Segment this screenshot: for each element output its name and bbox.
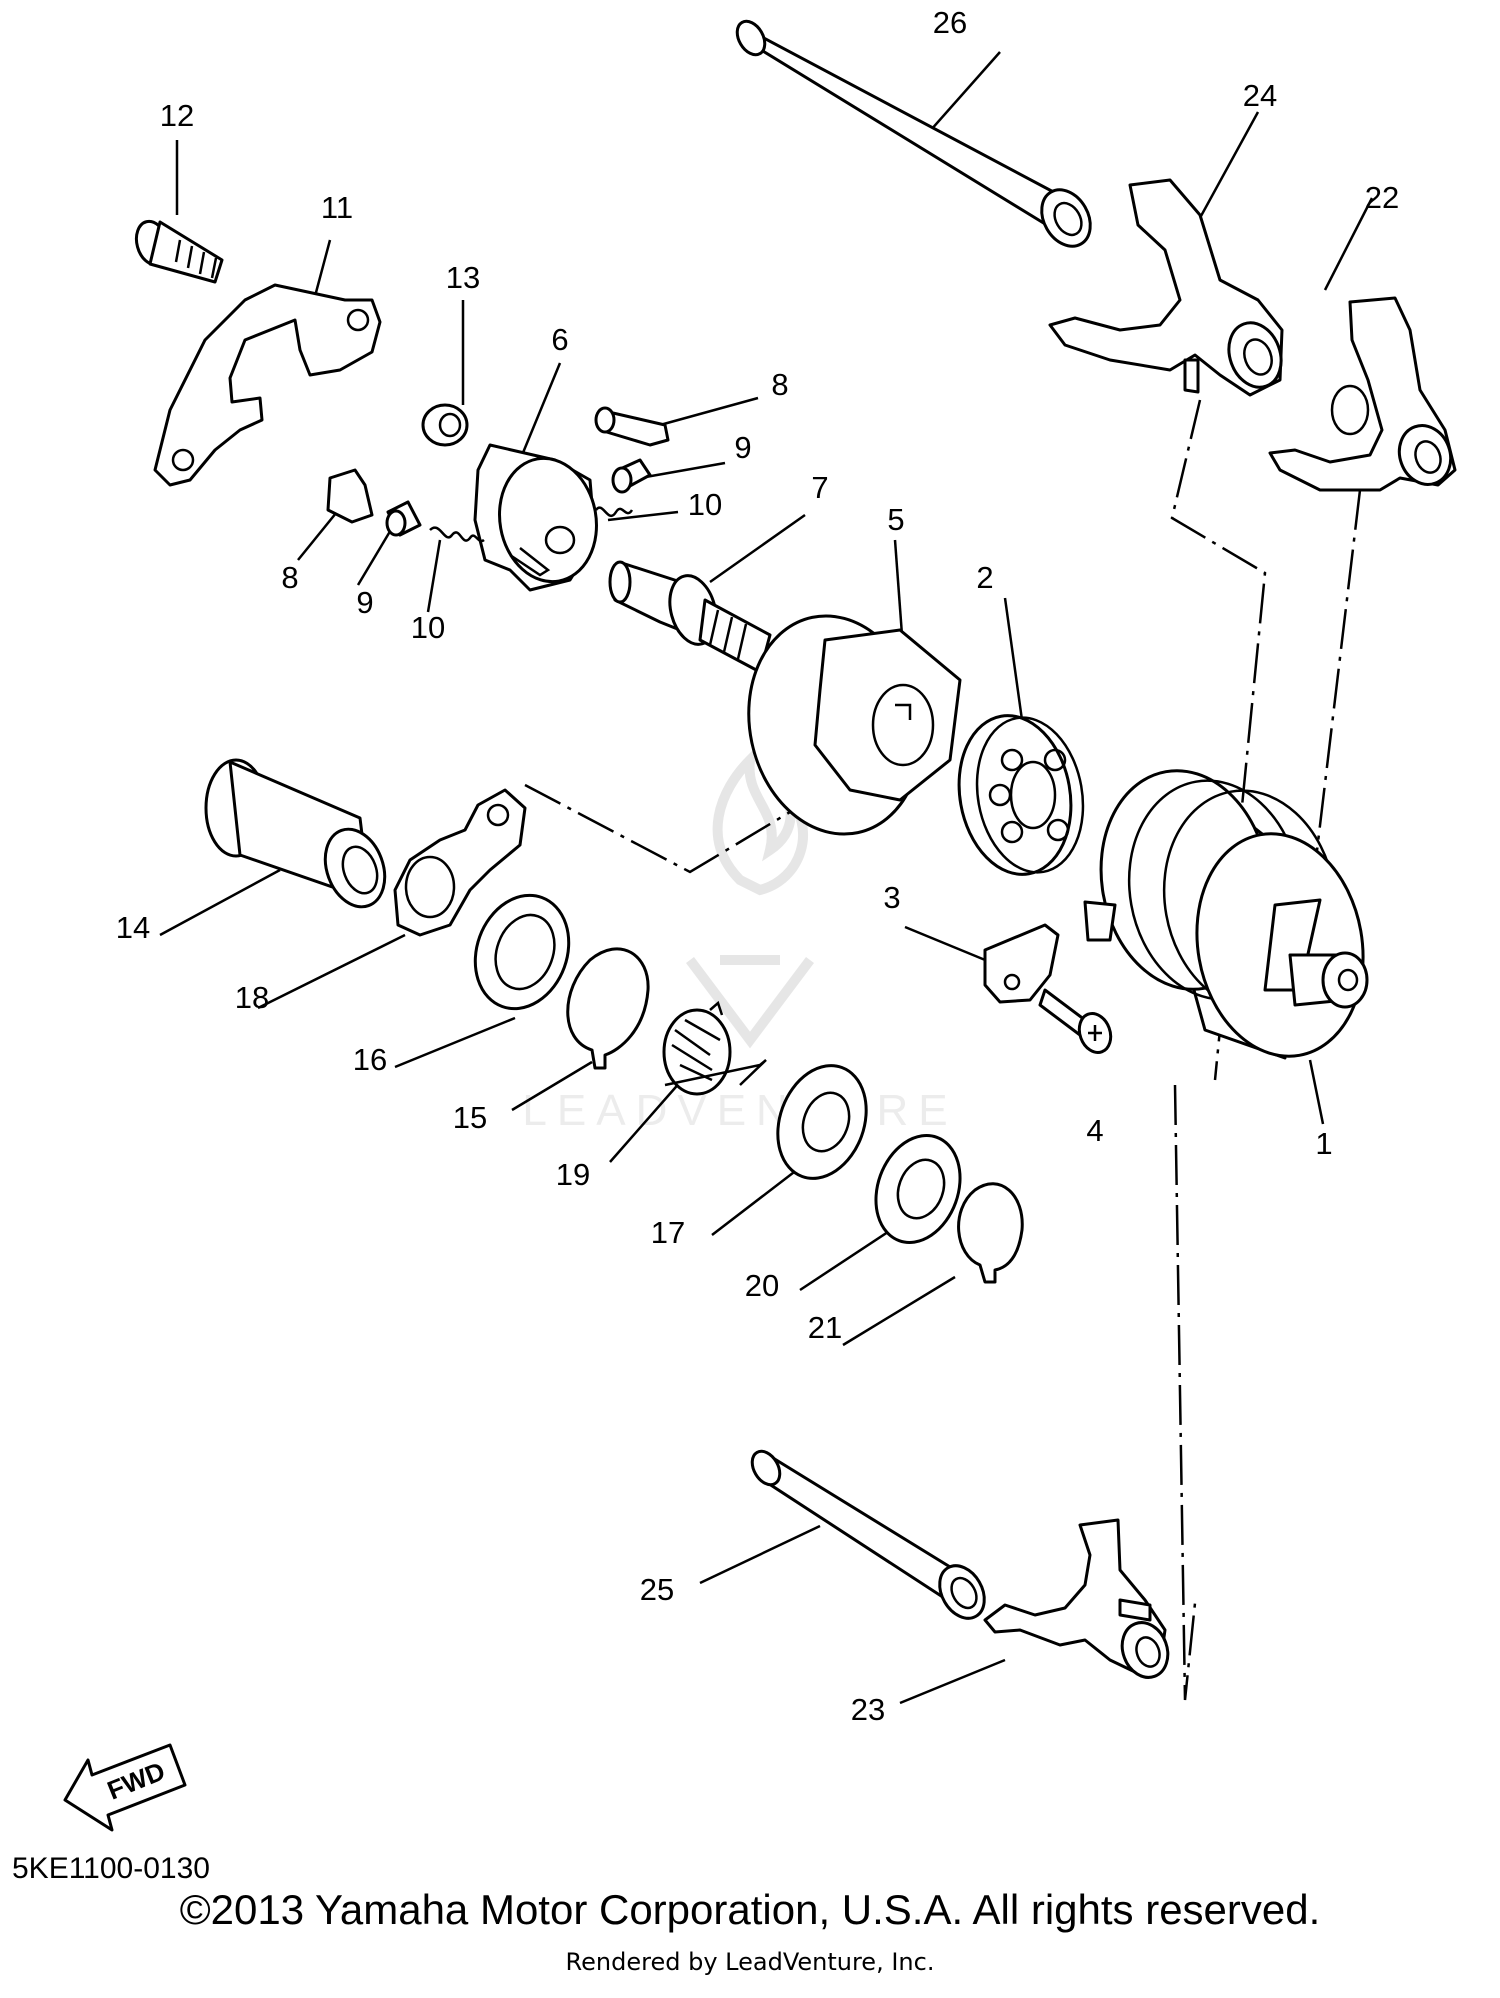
part-19-spring	[662, 1000, 767, 1096]
callout-4: 4	[1086, 1113, 1103, 1148]
callout-3: 3	[883, 880, 900, 915]
part-10-spring-left	[429, 526, 485, 543]
callout-1: 1	[1315, 1126, 1332, 1161]
part-7-bolt	[608, 560, 772, 674]
callout-6: 6	[551, 322, 568, 357]
callout-17: 17	[651, 1215, 685, 1250]
part-25-shift-fork-shaft	[750, 1449, 986, 1620]
callout-8: 8	[771, 367, 788, 402]
part-12-bolt	[134, 219, 224, 284]
callout-21: 21	[808, 1310, 842, 1345]
part-15-circlip	[566, 947, 650, 1070]
watermark-text: LEADVENTURE	[522, 1086, 957, 1135]
callout-labels: 1 2 3 4 5 6 7 8 9 10 11 12 13 14 15 16 1…	[116, 5, 1399, 1727]
part-21-circlip	[957, 1182, 1024, 1284]
part-2-bearing	[957, 714, 1085, 876]
callout-10-left: 10	[411, 610, 445, 645]
part-26-shift-fork-shaft	[735, 19, 1092, 248]
callout-2: 2	[976, 560, 993, 595]
part-9-pin-left	[385, 500, 422, 537]
part-24-shift-fork	[1048, 178, 1284, 397]
copyright-notice: ©2013 Yamaha Motor Corporation, U.S.A. A…	[179, 1886, 1321, 1933]
part-13-collar	[421, 403, 469, 447]
part-6-segment	[473, 443, 598, 592]
part-8-pawl-right	[594, 406, 670, 447]
part-22-shift-fork	[1268, 296, 1457, 492]
part-14-bushing	[204, 758, 387, 909]
fwd-arrow-icon: FWD	[63, 1743, 187, 1832]
callout-13: 13	[446, 260, 480, 295]
callout-25: 25	[640, 1572, 674, 1607]
callout-12: 12	[160, 98, 194, 133]
part-8-pawl-left	[326, 468, 374, 524]
rendered-by-credit: Rendered by LeadVenture, Inc.	[565, 1948, 935, 1976]
part-5-shift-cam	[747, 614, 962, 836]
callout-5: 5	[887, 502, 904, 537]
leadventure-watermark: LEADVENTURE	[522, 746, 957, 1135]
part-10-spring-right	[594, 506, 634, 518]
part-1-shift-drum	[1083, 769, 1369, 1060]
part-16-washer	[473, 893, 571, 1011]
callout-16: 16	[353, 1042, 387, 1077]
callout-10: 10	[688, 487, 722, 522]
callout-23: 23	[851, 1692, 885, 1727]
diagram-code: 5KE1100-0130	[12, 1852, 210, 1885]
callout-24: 24	[1243, 78, 1277, 113]
part-9-pin-right	[611, 458, 652, 494]
callout-9-left: 9	[356, 585, 373, 620]
callout-14: 14	[116, 910, 150, 945]
part-4-screw	[1038, 988, 1113, 1054]
callout-8-left: 8	[281, 560, 298, 595]
part-20-washer	[874, 1134, 962, 1244]
part-17-washer	[776, 1064, 868, 1180]
part-11-stopper-lever	[153, 283, 382, 487]
callout-18: 18	[235, 980, 269, 1015]
callout-7: 7	[811, 470, 828, 505]
part-23-shift-fork	[983, 1518, 1170, 1679]
callout-11: 11	[321, 190, 353, 225]
callout-15: 15	[453, 1100, 487, 1135]
callout-20: 20	[745, 1268, 779, 1303]
callout-26: 26	[933, 5, 967, 40]
callout-22: 22	[1365, 180, 1399, 215]
part-18-lever	[393, 788, 527, 937]
callout-9: 9	[734, 430, 751, 465]
part-3-plate	[983, 923, 1060, 1004]
callout-19: 19	[556, 1157, 590, 1192]
